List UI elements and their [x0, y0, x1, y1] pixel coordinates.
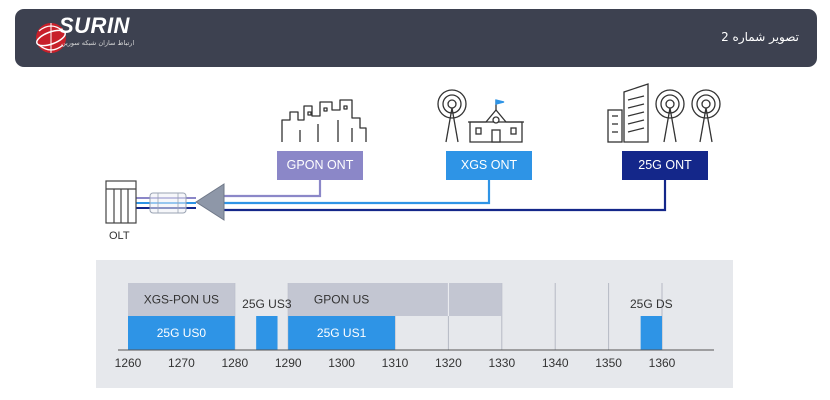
tick-label: 1330 — [488, 356, 515, 370]
tick-label: 1290 — [275, 356, 302, 370]
figure-title: تصویر شماره 2 — [721, 30, 799, 44]
office-tower-with-antennas-icon — [607, 83, 721, 143]
city-buildings-icon — [281, 99, 367, 142]
band-3 — [288, 283, 395, 316]
tick-label: 1340 — [542, 356, 569, 370]
band-2 — [256, 316, 278, 350]
25g-ont-label: 25G ONT — [622, 151, 708, 180]
tick-label: 1280 — [221, 356, 248, 370]
brand-tagline: ارتباط سازان شبکه سورین — [61, 39, 135, 47]
wdm-coupler-icon — [136, 192, 196, 214]
tick-label: 1350 — [595, 356, 622, 370]
tick-label: 1310 — [382, 356, 409, 370]
band-label: 25G US3 — [242, 297, 292, 311]
gpon-ont-label: GPON ONT — [277, 151, 363, 180]
splitter-icon — [195, 183, 225, 221]
olt-rack-icon — [105, 180, 137, 224]
olt-label: OLT — [109, 230, 130, 242]
brand-name: SURIN — [59, 13, 130, 38]
surin-logo-icon — [36, 23, 66, 53]
header-bar: SURIN ارتباط سازان شبکه سورین تصویر شمار… — [15, 9, 817, 67]
gpon-fiber-line — [218, 178, 322, 198]
band-0 — [128, 283, 235, 316]
school-with-antenna-icon — [437, 89, 524, 143]
band-1 — [128, 316, 235, 350]
band-label: 25G DS — [630, 297, 673, 311]
network-diagram — [105, 83, 721, 224]
band-4 — [288, 316, 395, 350]
25g-fiber-line — [218, 178, 667, 212]
band-label: XGS-PON US — [144, 293, 219, 307]
tick-label: 1270 — [168, 356, 195, 370]
band-label: GPON US — [314, 293, 369, 307]
xgs-fiber-line — [218, 178, 491, 205]
band-6 — [640, 316, 662, 350]
tick-label: 1300 — [328, 356, 355, 370]
band-label: 25G US1 — [317, 326, 367, 340]
tick-label: 1260 — [115, 356, 142, 370]
tick-label: 1360 — [649, 356, 676, 370]
tick-label: 1320 — [435, 356, 462, 370]
xgs-ont-label: XGS ONT — [446, 151, 532, 180]
band-label: 25G US0 — [157, 326, 207, 340]
